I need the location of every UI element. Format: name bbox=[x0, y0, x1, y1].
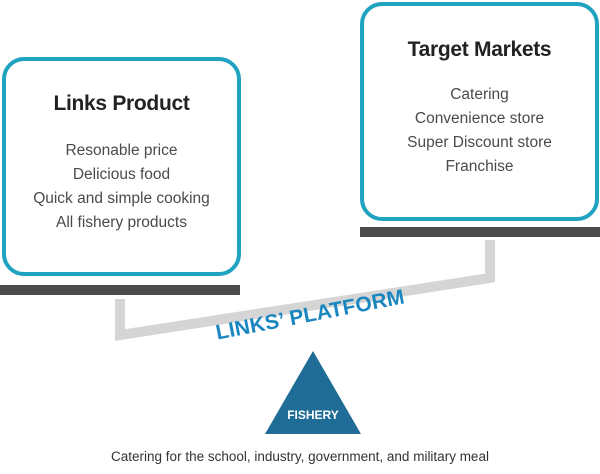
target-markets-title: Target Markets bbox=[407, 38, 552, 61]
target-markets-list: Catering Convenience store Super Discoun… bbox=[364, 83, 595, 179]
links-product-title: Links Product bbox=[53, 92, 190, 115]
list-item: Catering bbox=[450, 86, 509, 103]
target-markets-box: Target Markets Catering Convenience stor… bbox=[360, 2, 599, 221]
links-product-list: Resonable price Delicious food Quick and… bbox=[6, 139, 237, 235]
left-scale-plate bbox=[0, 285, 240, 295]
list-item: Super Discount store bbox=[407, 134, 552, 151]
footer-caption: Catering for the school, industry, gover… bbox=[111, 449, 489, 464]
links-product-box: Links Product Resonable price Delicious … bbox=[2, 57, 241, 276]
fulcrum-label: FISHERY bbox=[287, 408, 339, 422]
list-item: Franchise bbox=[445, 158, 514, 175]
beam-line bbox=[115, 240, 495, 341]
fulcrum-triangle bbox=[265, 351, 361, 434]
list-item: Quick and simple cooking bbox=[33, 190, 210, 207]
right-scale-plate bbox=[360, 227, 600, 237]
list-item: Resonable price bbox=[65, 142, 178, 159]
list-item: Convenience store bbox=[414, 110, 545, 127]
list-item: All fishery products bbox=[56, 214, 187, 231]
list-item: Delicious food bbox=[72, 166, 171, 183]
